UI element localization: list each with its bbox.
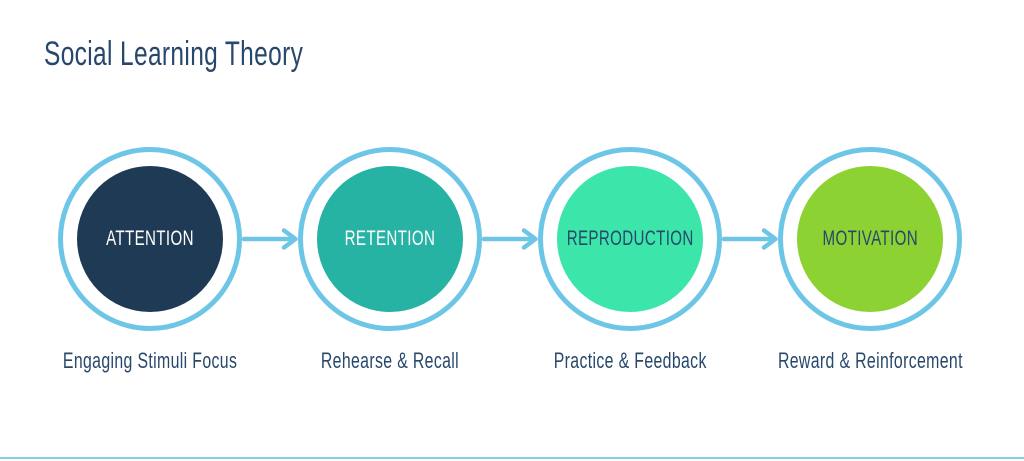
diagram-title-text: Social Learning Theory — [44, 35, 304, 73]
attention-outer-ring — [58, 147, 242, 331]
arrow-right-icon — [482, 228, 538, 250]
attention-circle: ATTENTION — [77, 166, 223, 312]
caption-reproduction-text: Practice & Feedback — [553, 348, 707, 373]
retention-circle: RETENTION — [317, 166, 463, 312]
motivation-label: MOTIVATION — [822, 227, 918, 250]
stage-motivation: MOTIVATION — [778, 147, 962, 331]
bottom-accent-rule — [0, 457, 1024, 459]
stage-attention: ATTENTION — [58, 147, 242, 331]
caption-attention: Engaging Stimuli Focus — [20, 348, 280, 374]
retention-outer-ring — [298, 147, 482, 331]
caption-motivation: Reward & Reinforcement — [740, 348, 1000, 374]
caption-retention-text: Rehearse & Recall — [320, 348, 460, 373]
reproduction-outer-ring — [538, 147, 722, 331]
arrow-right-icon — [722, 228, 778, 250]
caption-reproduction: Practice & Feedback — [500, 348, 760, 374]
attention-label: ATTENTION — [106, 227, 194, 250]
diagram-title: Social Learning Theory — [44, 35, 404, 73]
caption-attention-text: Engaging Stimuli Focus — [62, 348, 238, 373]
motivation-circle: MOTIVATION — [797, 166, 943, 312]
stage-reproduction: REPRODUCTION — [538, 147, 722, 331]
motivation-outer-ring — [778, 147, 962, 331]
caption-retention: Rehearse & Recall — [260, 348, 520, 374]
retention-label: RETENTION — [344, 227, 436, 250]
reproduction-circle: REPRODUCTION — [557, 166, 703, 312]
reproduction-label: REPRODUCTION — [566, 227, 694, 250]
arrow-right-icon — [242, 228, 298, 250]
stage-retention: RETENTION — [298, 147, 482, 331]
caption-motivation-text: Reward & Reinforcement — [777, 348, 963, 373]
